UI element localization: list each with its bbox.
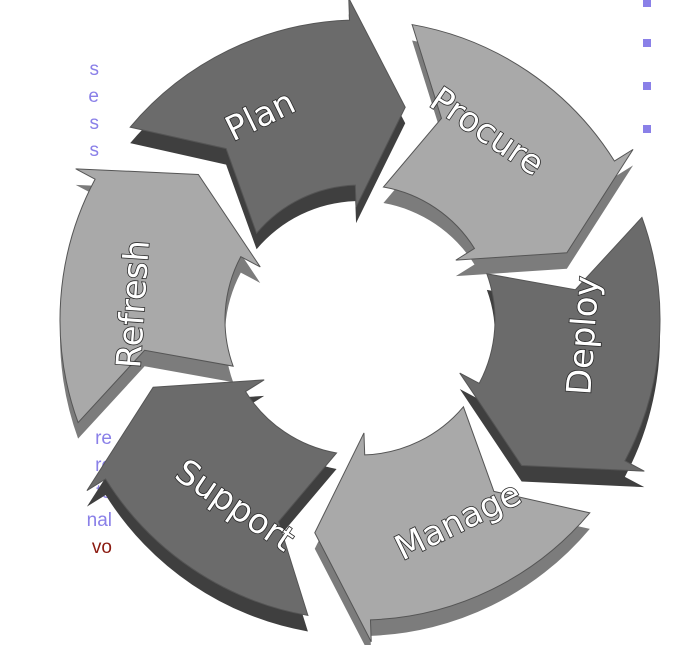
cycle-segments [59, 0, 661, 645]
segment-deploy [459, 216, 661, 472]
segment-plan [129, 0, 406, 235]
stage-label-deploy: Deploy [559, 275, 607, 397]
segment-support [86, 379, 338, 617]
segment-refresh [59, 168, 261, 424]
left-text-fragment-5: re [95, 428, 112, 449]
left-text-fragment-8: nal [86, 510, 112, 531]
bullet-marker [643, 39, 651, 47]
left-text-fragment-1: s [89, 59, 100, 80]
segment-manage [314, 405, 591, 643]
bullet-marker [643, 82, 651, 90]
left-text-fragment-9: vo [91, 537, 112, 558]
segment-procure [382, 23, 634, 261]
left-text-fragment-4: s [89, 140, 100, 161]
stage-label-refresh: Refresh [109, 239, 158, 370]
bullet-marker [643, 125, 651, 133]
bullet-marker [643, 0, 651, 7]
left-text-fragment-3: s [89, 113, 100, 134]
left-text-fragment-2: e [88, 86, 99, 107]
